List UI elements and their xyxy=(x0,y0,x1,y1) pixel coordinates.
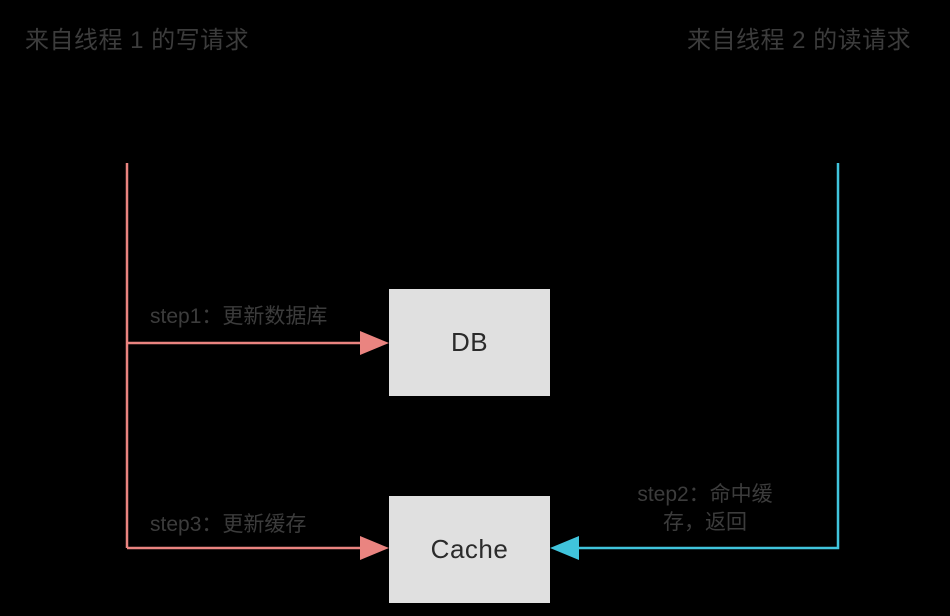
step2-label: step2：命中缓 存，返回 xyxy=(605,481,805,537)
step1-label: step1：更新数据库 xyxy=(150,305,328,328)
step2-label-line2: 存，返回 xyxy=(663,511,747,534)
step3-label: step3：更新缓存 xyxy=(150,513,307,536)
write-thread-title: 来自线程 1 的写请求 xyxy=(25,27,250,54)
step2-arrowhead xyxy=(550,536,579,560)
node-db-label: DB xyxy=(450,327,489,357)
step3-arrowhead xyxy=(360,536,389,560)
node-cache-label: Cache xyxy=(430,534,509,564)
step2-label-line1: step2：命中缓 xyxy=(637,483,773,506)
node-cache[interactable]: Cache xyxy=(389,496,550,603)
step1-arrowhead xyxy=(360,331,389,355)
node-db[interactable]: DB xyxy=(389,289,550,396)
read-thread-title: 来自线程 2 的读请求 xyxy=(687,27,912,54)
